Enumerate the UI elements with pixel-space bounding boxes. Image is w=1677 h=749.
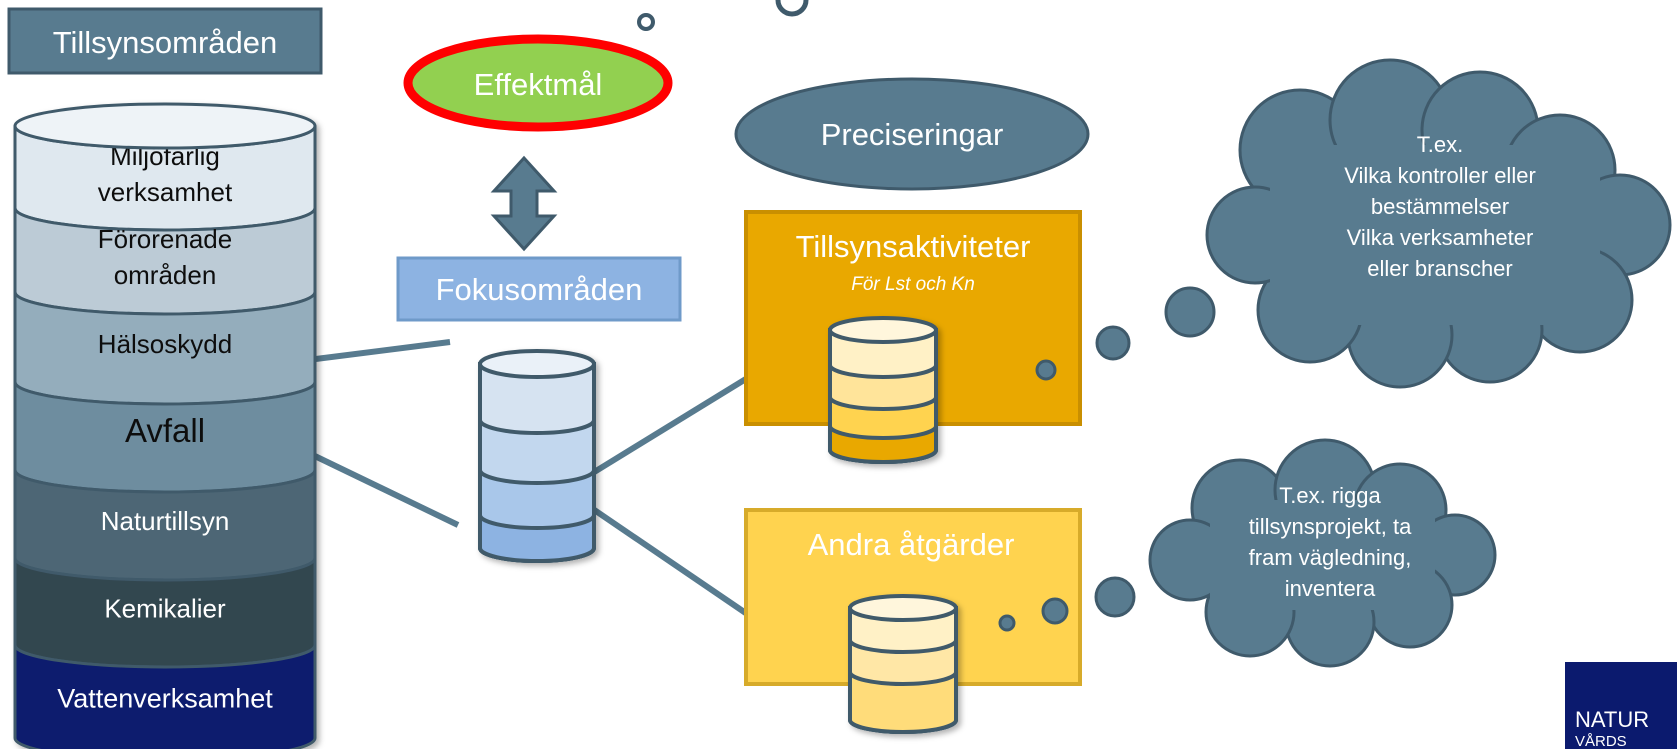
other-measures-title: Andra åtgärder bbox=[808, 527, 1015, 562]
area-label-3-line-0: Avfall bbox=[125, 412, 205, 449]
other-measures-stack bbox=[848, 594, 958, 734]
logo-line-2: VÅRDS bbox=[1575, 733, 1627, 749]
focus-label: Fokusområden bbox=[436, 272, 643, 307]
cloud-bottom-line-2: tillsynsprojekt, ta bbox=[1249, 514, 1412, 539]
other-measures-dot-large bbox=[1041, 597, 1069, 625]
goal-node: Effektmål bbox=[403, 34, 673, 132]
cloud-bottom-line-3: fram vägledning, bbox=[1249, 545, 1412, 570]
goal-label: Effektmål bbox=[474, 67, 603, 102]
connector-avfall-to-focus-stack bbox=[290, 442, 460, 528]
decor-arc-top bbox=[775, 0, 809, 17]
cloud-bottom-text: T.ex. rigga tillsynsprojekt, ta fram väg… bbox=[1249, 483, 1412, 601]
refinements-label: Preciseringar bbox=[821, 117, 1004, 152]
cloud-bottom bbox=[1148, 438, 1497, 668]
cloud-top-line-5: eller branscher bbox=[1367, 256, 1513, 281]
header-box: Tillsynsområden bbox=[7, 7, 323, 75]
refinements-node: Preciseringar bbox=[734, 77, 1090, 191]
area-band-6 bbox=[13, 644, 317, 749]
focus-stack bbox=[478, 349, 596, 563]
cloud-top-line-4: Vilka verksamheter bbox=[1347, 225, 1534, 250]
area-label-0-line-1: verksamhet bbox=[98, 177, 233, 207]
thought-dot-top-large bbox=[1164, 286, 1216, 338]
logo-line-1: NATUR bbox=[1575, 707, 1649, 732]
area-label-1-line-1: områden bbox=[114, 260, 217, 290]
page-title: Tillsynsområden bbox=[53, 25, 278, 60]
thought-dot-top-small bbox=[1095, 325, 1131, 361]
activities-dot bbox=[1035, 359, 1057, 381]
cloud-top-line-2: Vilka kontroller eller bbox=[1344, 163, 1536, 188]
areas-cylinder-top bbox=[13, 102, 317, 150]
focus-node: Fokusområden bbox=[396, 256, 682, 322]
thought-dot-bottom bbox=[1094, 576, 1136, 618]
area-label-1-line-0: Förorenade bbox=[98, 224, 232, 254]
double-arrow-icon bbox=[490, 155, 558, 252]
activities-stack bbox=[828, 316, 938, 464]
decor-dot-top bbox=[637, 13, 655, 31]
cloud-top-line-3: bestämmelser bbox=[1371, 194, 1509, 219]
areas-cylinder: MiljöfarligverksamhetFörorenadeområdenHä… bbox=[13, 102, 317, 749]
cloud-top-text: T.ex. Vilka kontroller eller bestämmelse… bbox=[1344, 132, 1536, 281]
area-label-4-line-0: Naturtillsyn bbox=[101, 506, 230, 536]
connector-halsoskydd-to-focus-stack bbox=[291, 339, 451, 365]
area-label-5-line-0: Kemikalier bbox=[104, 594, 226, 624]
other-measures-dot-small bbox=[998, 614, 1016, 632]
area-label-6-line-0: Vattenverksamhet bbox=[57, 684, 273, 714]
activities-subtitle: För Lst och Kn bbox=[851, 274, 975, 295]
cloud-bottom-line-4: inventera bbox=[1285, 576, 1376, 601]
cloud-top-line-1: T.ex. bbox=[1417, 132, 1463, 157]
cloud-top bbox=[1205, 58, 1672, 389]
agency-logo: NATUR VÅRDS bbox=[1565, 662, 1677, 749]
activities-title: Tillsynsaktiviteter bbox=[796, 229, 1031, 264]
area-label-2-line-0: Hälsoskydd bbox=[98, 329, 232, 359]
cloud-bottom-line-1: T.ex. rigga bbox=[1279, 483, 1381, 508]
